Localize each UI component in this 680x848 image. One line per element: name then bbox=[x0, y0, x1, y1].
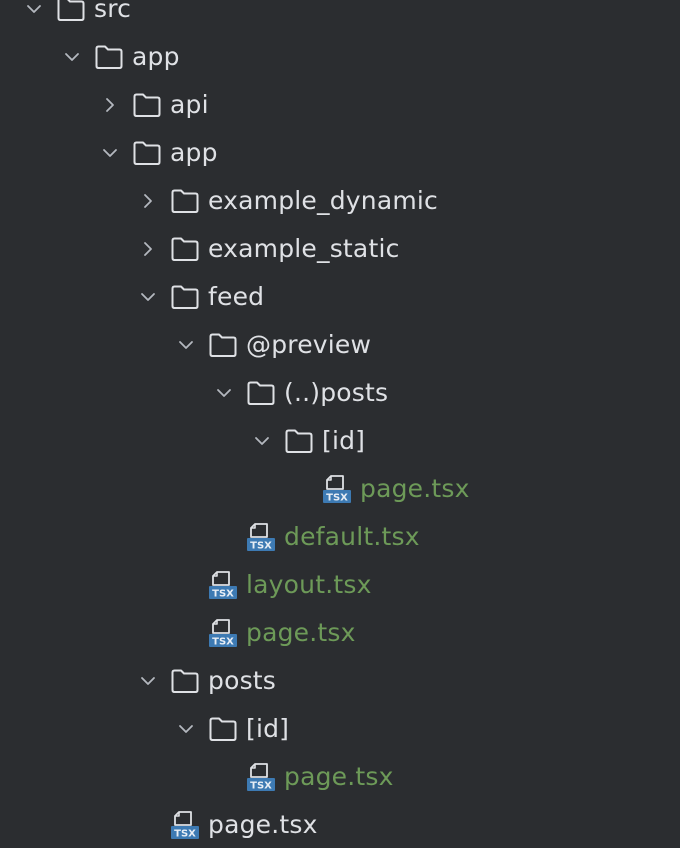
tree-folder-row[interactable]: example_static bbox=[140, 225, 400, 273]
folder-name: posts bbox=[208, 666, 277, 695]
indent-spacer bbox=[216, 769, 232, 785]
indent-spacer bbox=[140, 817, 156, 833]
folder-icon bbox=[56, 0, 86, 24]
tree-folder-row[interactable]: feed bbox=[140, 273, 264, 321]
tsx-file-icon: TSX bbox=[246, 522, 276, 552]
indent-spacer bbox=[292, 481, 308, 497]
svg-text:TSX: TSX bbox=[174, 829, 196, 840]
folder-icon bbox=[208, 330, 238, 360]
svg-text:TSX: TSX bbox=[326, 493, 348, 504]
tree-file-row[interactable]: TSX page.tsx bbox=[140, 801, 318, 848]
folder-name: feed bbox=[208, 282, 265, 311]
chevron-down-icon[interactable] bbox=[216, 385, 232, 401]
indent-spacer bbox=[216, 529, 232, 545]
folder-icon bbox=[284, 426, 314, 456]
chevron-down-icon[interactable] bbox=[140, 289, 156, 305]
tsx-file-icon: TSX bbox=[170, 810, 200, 840]
folder-name: app bbox=[132, 42, 180, 71]
tree-folder-row[interactable]: [id] bbox=[178, 705, 289, 753]
folder-name: @preview bbox=[246, 330, 372, 359]
chevron-down-icon[interactable] bbox=[254, 433, 270, 449]
folder-name: src bbox=[94, 0, 132, 23]
folder-icon bbox=[246, 378, 276, 408]
tree-folder-row[interactable]: @preview bbox=[178, 321, 371, 369]
chevron-right-icon[interactable] bbox=[102, 97, 118, 113]
folder-icon bbox=[170, 666, 200, 696]
folder-icon bbox=[94, 42, 124, 72]
indent-spacer bbox=[178, 625, 194, 641]
chevron-right-icon[interactable] bbox=[140, 241, 156, 257]
file-name: page.tsx bbox=[360, 474, 470, 503]
folder-name: [id] bbox=[322, 426, 366, 455]
svg-text:TSX: TSX bbox=[212, 637, 234, 648]
tsx-file-icon: TSX bbox=[246, 762, 276, 792]
chevron-down-icon[interactable] bbox=[140, 673, 156, 689]
svg-text:TSX: TSX bbox=[250, 541, 272, 552]
file-name: default.tsx bbox=[284, 522, 420, 551]
indent-spacer bbox=[178, 577, 194, 593]
tree-folder-row[interactable]: (..)posts bbox=[216, 369, 388, 417]
chevron-down-icon[interactable] bbox=[178, 721, 194, 737]
tree-folder-row[interactable]: posts bbox=[140, 657, 276, 705]
tree-folder-row[interactable]: src bbox=[26, 0, 131, 33]
tree-file-row[interactable]: TSX page.tsx bbox=[216, 753, 394, 801]
svg-text:TSX: TSX bbox=[250, 781, 272, 792]
chevron-down-icon[interactable] bbox=[64, 49, 80, 65]
folder-name: api bbox=[170, 90, 209, 119]
tsx-file-icon: TSX bbox=[208, 570, 238, 600]
folder-name: example_dynamic bbox=[208, 186, 438, 215]
tree-file-row[interactable]: TSX page.tsx bbox=[292, 465, 470, 513]
tree-folder-row[interactable]: app bbox=[102, 129, 218, 177]
chevron-down-icon[interactable] bbox=[178, 337, 194, 353]
folder-name: app bbox=[170, 138, 218, 167]
tree-file-row[interactable]: TSX page.tsx bbox=[178, 609, 356, 657]
folder-name: (..)posts bbox=[284, 378, 389, 407]
file-name: page.tsx bbox=[208, 810, 318, 839]
file-name: layout.tsx bbox=[246, 570, 372, 599]
tsx-file-icon: TSX bbox=[322, 474, 352, 504]
folder-name: example_static bbox=[208, 234, 400, 263]
folder-icon bbox=[132, 138, 162, 168]
file-name: page.tsx bbox=[284, 762, 394, 791]
tree-folder-row[interactable]: app bbox=[64, 33, 180, 81]
svg-text:TSX: TSX bbox=[212, 589, 234, 600]
tree-folder-row[interactable]: [id] bbox=[254, 417, 365, 465]
tree-folder-row[interactable]: api bbox=[102, 81, 209, 129]
folder-icon bbox=[170, 282, 200, 312]
chevron-down-icon[interactable] bbox=[26, 1, 42, 17]
file-name: page.tsx bbox=[246, 618, 356, 647]
tsx-file-icon: TSX bbox=[208, 618, 238, 648]
tree-file-row[interactable]: TSX default.tsx bbox=[216, 513, 420, 561]
tree-folder-row[interactable]: example_dynamic bbox=[140, 177, 438, 225]
folder-icon bbox=[208, 714, 238, 744]
tree-file-row[interactable]: TSX layout.tsx bbox=[178, 561, 372, 609]
folder-icon bbox=[170, 186, 200, 216]
folder-icon bbox=[132, 90, 162, 120]
folder-name: [id] bbox=[246, 714, 290, 743]
folder-icon bbox=[170, 234, 200, 264]
chevron-down-icon[interactable] bbox=[102, 145, 118, 161]
chevron-right-icon[interactable] bbox=[140, 193, 156, 209]
